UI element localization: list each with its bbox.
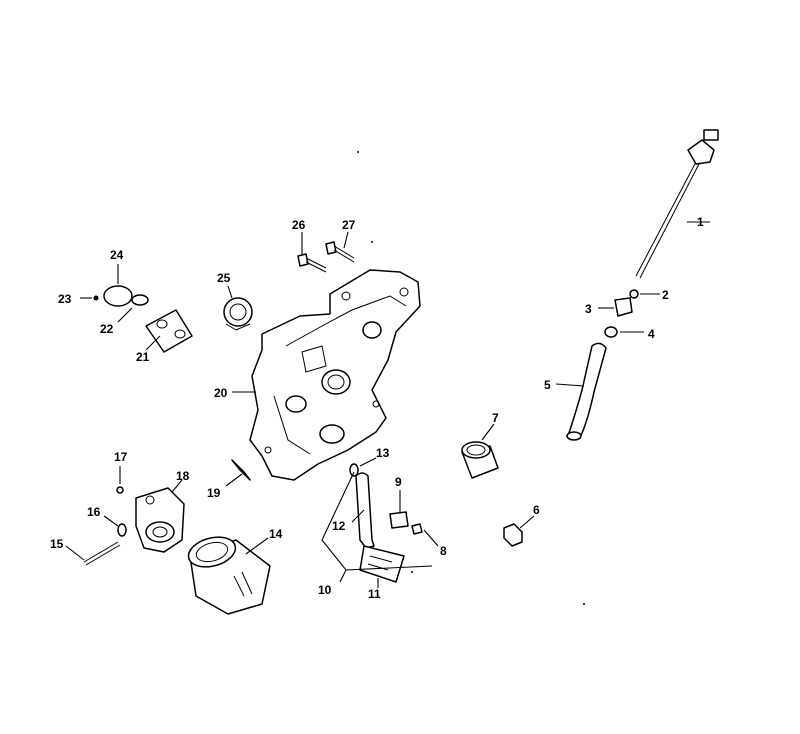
part-24-cover xyxy=(103,264,133,307)
callout-22: 22 xyxy=(100,322,114,336)
part-8-screw xyxy=(411,523,439,547)
part-14-oil-filter xyxy=(187,536,271,615)
callout-10: 10 xyxy=(318,583,332,597)
callout-17: 17 xyxy=(114,450,128,464)
part-21-plate xyxy=(145,309,193,353)
part-15-stud xyxy=(65,541,121,566)
part-5-tube xyxy=(555,342,607,441)
part-1-dipstick xyxy=(635,129,719,279)
part-2-plug xyxy=(629,289,660,299)
part-17-plug xyxy=(116,466,124,494)
part-23-screw xyxy=(80,295,99,301)
callout-21: 21 xyxy=(136,350,150,364)
part-20-gear-cover xyxy=(232,269,421,481)
part-6-fitting xyxy=(503,515,535,547)
part-22-o-ring xyxy=(117,294,149,323)
callout-15: 15 xyxy=(50,537,64,551)
part-7-bushing xyxy=(461,423,499,479)
callout-4: 4 xyxy=(648,327,655,341)
callout-13: 13 xyxy=(376,446,390,460)
callout-18: 18 xyxy=(176,469,190,483)
part-27-bolt xyxy=(325,231,355,263)
part-19-gasket xyxy=(225,459,251,487)
callout-3: 3 xyxy=(585,302,592,316)
callout-9: 9 xyxy=(395,475,402,489)
callout-5: 5 xyxy=(544,378,551,392)
part-18-adapter xyxy=(135,479,185,553)
callout-12: 12 xyxy=(332,519,346,533)
callout-19: 19 xyxy=(207,486,221,500)
callout-labels: 1 2 3 4 5 6 7 8 9 10 11 12 13 14 15 16 1… xyxy=(50,215,704,601)
callout-6: 6 xyxy=(533,503,540,517)
callout-26: 26 xyxy=(292,218,306,232)
callout-14: 14 xyxy=(269,527,283,541)
callout-23: 23 xyxy=(58,292,72,306)
callout-2: 2 xyxy=(662,288,669,302)
callout-11: 11 xyxy=(368,587,381,601)
part-4-o-ring xyxy=(604,326,644,338)
part-25-oil-seal xyxy=(223,285,253,331)
callout-27: 27 xyxy=(342,218,356,232)
part-9-clip xyxy=(389,490,409,529)
callout-16: 16 xyxy=(87,505,101,519)
callout-8: 8 xyxy=(440,544,447,558)
callout-20: 20 xyxy=(214,386,228,400)
callout-25: 25 xyxy=(217,271,231,285)
part-3-seal xyxy=(598,297,633,317)
part-10-12-pickup-assembly xyxy=(321,457,433,588)
part-26-bolt xyxy=(297,232,327,273)
part-16-washer xyxy=(103,515,127,537)
callout-24: 24 xyxy=(110,248,124,262)
callout-1: 1 xyxy=(697,215,704,229)
callout-7: 7 xyxy=(492,411,499,425)
